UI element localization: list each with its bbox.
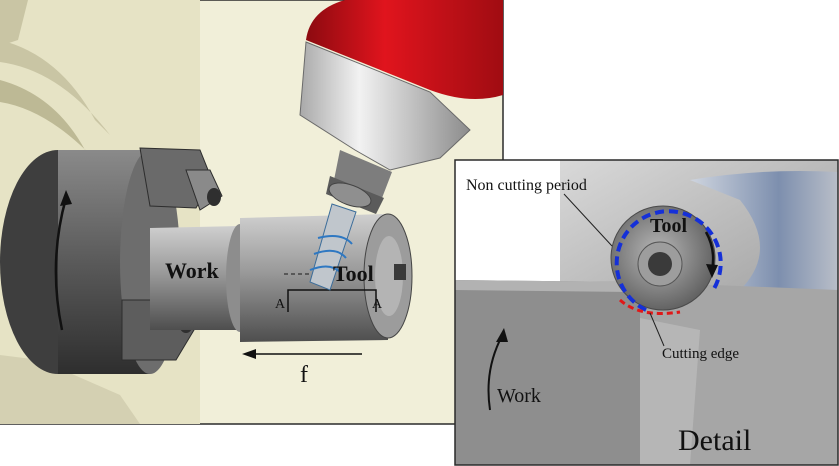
spindle-red-housing: [306, 0, 503, 99]
cutting-edge-label: Cutting edge: [662, 346, 739, 362]
non-cutting-leader: [563, 193, 613, 247]
detail-frame: [454, 159, 839, 466]
housing-top: [0, 0, 28, 46]
cutting-edge-leader: [649, 312, 665, 347]
chuck-rotation-arrow: [54, 197, 68, 331]
detail-tool: [610, 205, 723, 315]
detail-work-arrow: [487, 335, 503, 411]
non-cutting-label: Non cutting period: [466, 177, 587, 194]
section-label-left: A: [275, 297, 286, 312]
detail-cylinder: [690, 171, 838, 300]
cutting-edge-arc: [618, 298, 681, 315]
feed-label: f: [300, 362, 308, 388]
housing-curve-2: [0, 80, 100, 165]
non-cutting-arc: [614, 209, 723, 312]
milling-spindle: [299, 0, 503, 291]
housing-curve-1: [0, 40, 110, 135]
detail-work-block: [455, 280, 640, 465]
tool-label: Tool: [333, 261, 374, 286]
detail-work-label: Work: [497, 385, 541, 407]
section-label-right: A: [372, 297, 383, 312]
section-marker: [287, 289, 377, 312]
detail-label: Detail: [678, 424, 751, 457]
detail-view: Non cutting period Tool Cutting edge Wor…: [454, 159, 839, 466]
chuck-rotation-arrowhead: [60, 190, 72, 206]
feed-arrow: [242, 349, 362, 359]
detail-tool-label: Tool: [650, 215, 688, 237]
work-label: Work: [165, 258, 220, 283]
floor-shadow: [0, 355, 140, 424]
main-view: Work Tool A A f: [0, 0, 504, 425]
